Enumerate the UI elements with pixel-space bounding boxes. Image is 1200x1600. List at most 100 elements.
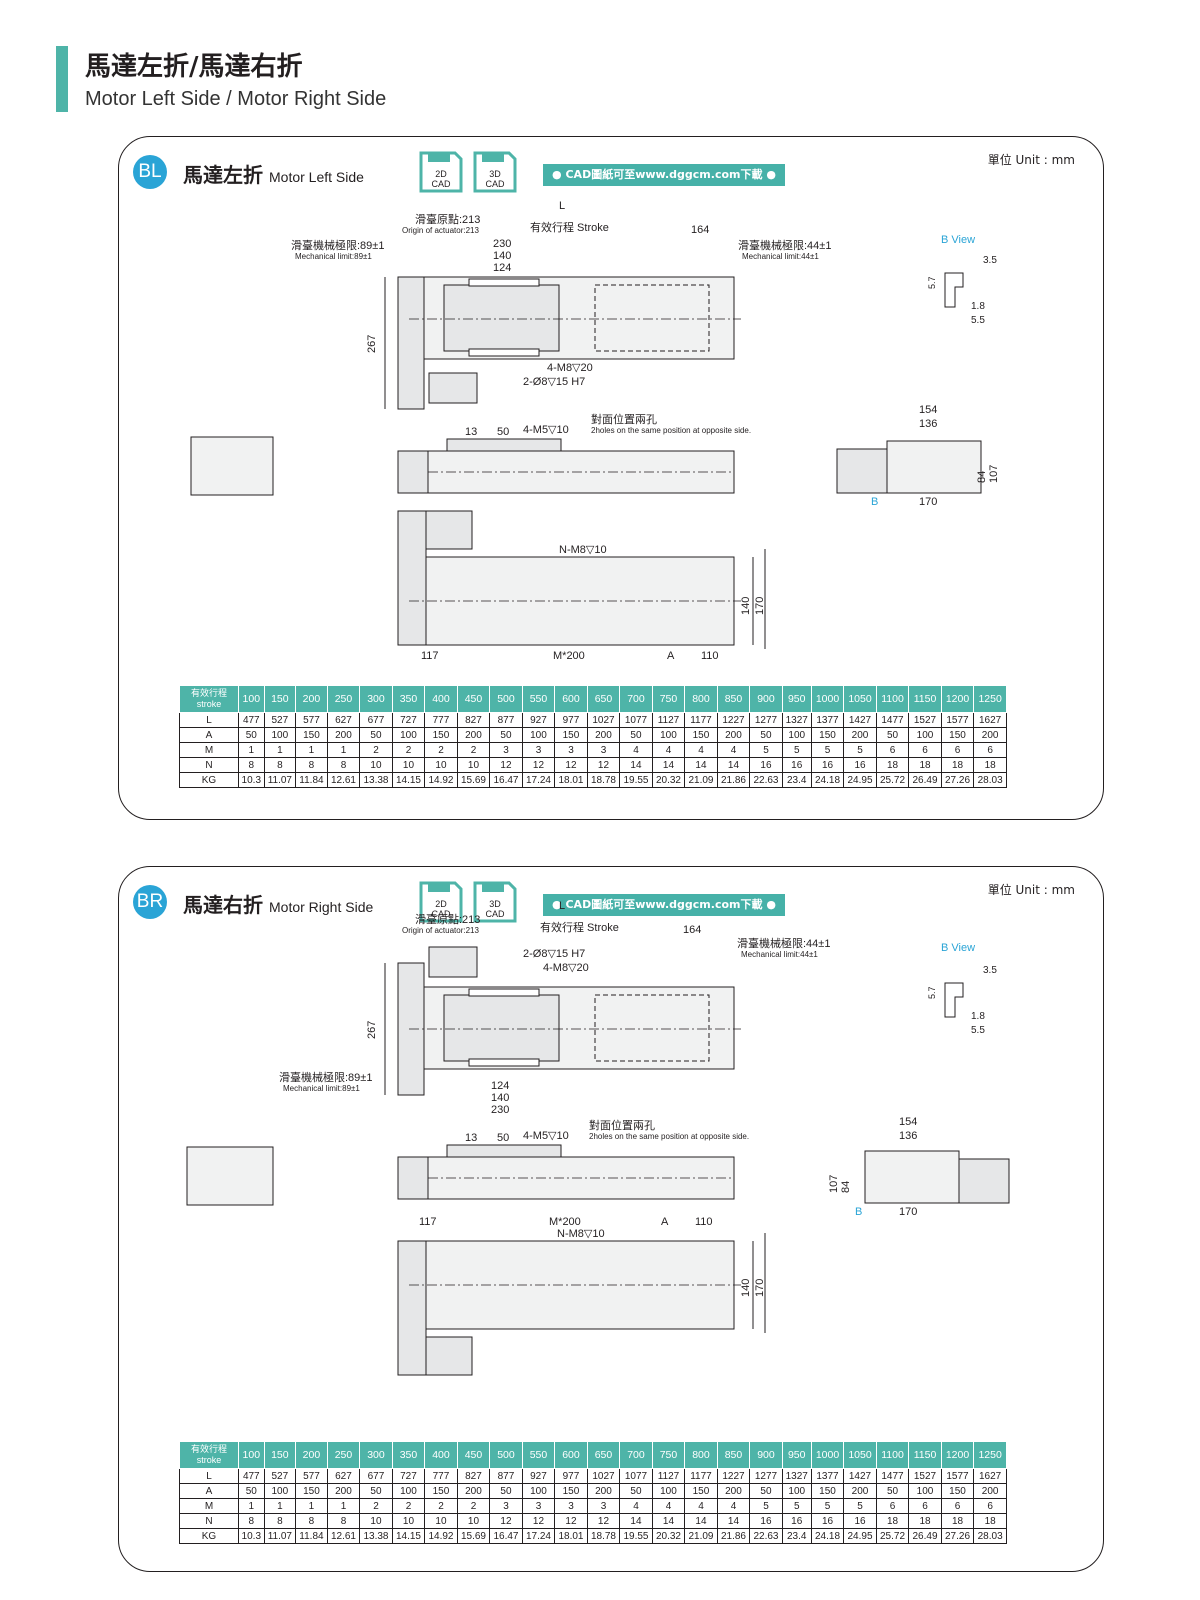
- mech44-en: Mechanical limit:44±1: [741, 950, 818, 959]
- dim-13: 13: [465, 426, 477, 438]
- table-cell: 6: [940, 742, 975, 758]
- table-cell: 1427: [843, 1468, 877, 1484]
- table-cell: 6: [875, 1498, 910, 1514]
- table-cell: 1: [295, 742, 328, 758]
- dim-m200: M*200: [549, 1216, 581, 1228]
- bottom-view: [397, 510, 766, 649]
- stroke-col: 950: [781, 1441, 812, 1469]
- table-cell: 1177: [684, 712, 718, 728]
- tap-4m8: 4-M8▽20: [543, 962, 589, 974]
- stroke-col: 450: [456, 685, 491, 713]
- table-cell: 5: [843, 1498, 877, 1514]
- table-cell: 3: [554, 1498, 588, 1514]
- table-cell: 2: [456, 1498, 491, 1514]
- stroke-col: 150: [263, 1441, 297, 1469]
- table-cell: 18.01: [554, 1528, 588, 1544]
- panel-badge: BR: [133, 885, 167, 919]
- pin-2d8: 2-Ø8▽15 H7: [523, 948, 585, 960]
- table-cell: 200: [716, 1483, 751, 1499]
- row-label: A: [179, 727, 239, 743]
- cad-download-banner[interactable]: ● CAD圖紙可至www.dggcm.com下載 ●: [543, 164, 785, 186]
- cad-3d-line2: CAD: [485, 179, 505, 189]
- dim-140-width: 140: [740, 1279, 752, 1297]
- table-cell: 5: [810, 742, 845, 758]
- dim-117: 117: [419, 1216, 437, 1228]
- table-cell: 100: [908, 727, 942, 743]
- table-cell: 21.86: [716, 772, 751, 788]
- table-cell: 6: [973, 742, 1007, 758]
- table-cell: 100: [521, 1483, 556, 1499]
- stroke-col: 800: [684, 1441, 718, 1469]
- table-cell: 927: [521, 712, 556, 728]
- table-cell: 19.55: [619, 772, 653, 788]
- stroke-col: 950: [781, 685, 812, 713]
- table-cell: 727: [391, 712, 426, 728]
- table-cell: 4: [651, 742, 686, 758]
- mech89-zh: 滑臺機械極限:89±1: [291, 238, 384, 252]
- table-cell: 26.49: [908, 1528, 942, 1544]
- table-cell: 22.63: [749, 772, 783, 788]
- table-cell: 14: [684, 1513, 718, 1529]
- panel-title-zh: 馬達左折: [183, 163, 263, 187]
- cad-3d-line2: CAD: [485, 909, 505, 919]
- table-cell: 18: [908, 757, 942, 773]
- stroke-col: 350: [391, 685, 426, 713]
- table-cell: 100: [263, 727, 297, 743]
- table-cell: 4: [684, 742, 718, 758]
- cad-download-banner[interactable]: ● CAD圖紙可至www.dggcm.com下載 ●: [543, 894, 785, 916]
- cad-3d-line1: 3D: [489, 899, 501, 909]
- table-cell: 627: [326, 712, 361, 728]
- opp-holes-zh: 對面位置兩孔: [589, 1118, 655, 1132]
- table-cell: 200: [326, 1483, 361, 1499]
- table-cell: 100: [781, 727, 812, 743]
- stroke-col: 100: [238, 685, 265, 713]
- section-accent-bar: [56, 46, 68, 112]
- stroke-col: 350: [391, 1441, 426, 1469]
- table-cell: 100: [521, 727, 556, 743]
- mech44-zh: 滑臺機械極限:44±1: [737, 936, 830, 950]
- table-cell: 6: [875, 742, 910, 758]
- table-cell: 200: [326, 727, 361, 743]
- dim-140: 140: [491, 1092, 509, 1104]
- table-cell: 3: [586, 742, 621, 758]
- stroke-col: 650: [586, 1441, 621, 1469]
- dim-A: A: [661, 1216, 669, 1228]
- table-cell: 1: [326, 742, 361, 758]
- table-cell: 10: [424, 757, 458, 773]
- table-cell: 12: [521, 757, 556, 773]
- stroke-col: 600: [554, 1441, 588, 1469]
- table-cell: 10: [391, 757, 426, 773]
- table-cell: 8: [326, 1513, 361, 1529]
- b-view-title: B View: [941, 942, 975, 954]
- table-cell: 12: [489, 757, 523, 773]
- table-cell: 1427: [843, 712, 877, 728]
- table-cell: 4: [716, 742, 751, 758]
- table-cell: 16: [749, 1513, 783, 1529]
- table-cell: 5: [781, 742, 812, 758]
- table-cell: 627: [326, 1468, 361, 1484]
- table-cell: 10: [456, 1513, 491, 1529]
- table-cell: 100: [651, 727, 686, 743]
- tap-nm8: N-M8▽10: [557, 1228, 605, 1240]
- table-cell: 21.09: [684, 1528, 718, 1544]
- dim-267: 267: [366, 335, 378, 353]
- table-cell: 150: [810, 727, 845, 743]
- table-cell: 18: [875, 757, 910, 773]
- bview-5-5: 5.5: [971, 315, 985, 326]
- page-title: 馬達左折/馬達右折: [85, 52, 303, 82]
- stroke-col: 400: [424, 1441, 458, 1469]
- table-cell: 1577: [940, 712, 975, 728]
- table-cell: 150: [940, 727, 975, 743]
- table-cell: 1227: [716, 712, 751, 728]
- stroke-col: 450: [456, 1441, 491, 1469]
- table-cell: 4: [684, 1498, 718, 1514]
- table-cell: 15.69: [456, 772, 491, 788]
- dim-124: 124: [491, 1080, 509, 1092]
- stroke-col: 700: [619, 1441, 653, 1469]
